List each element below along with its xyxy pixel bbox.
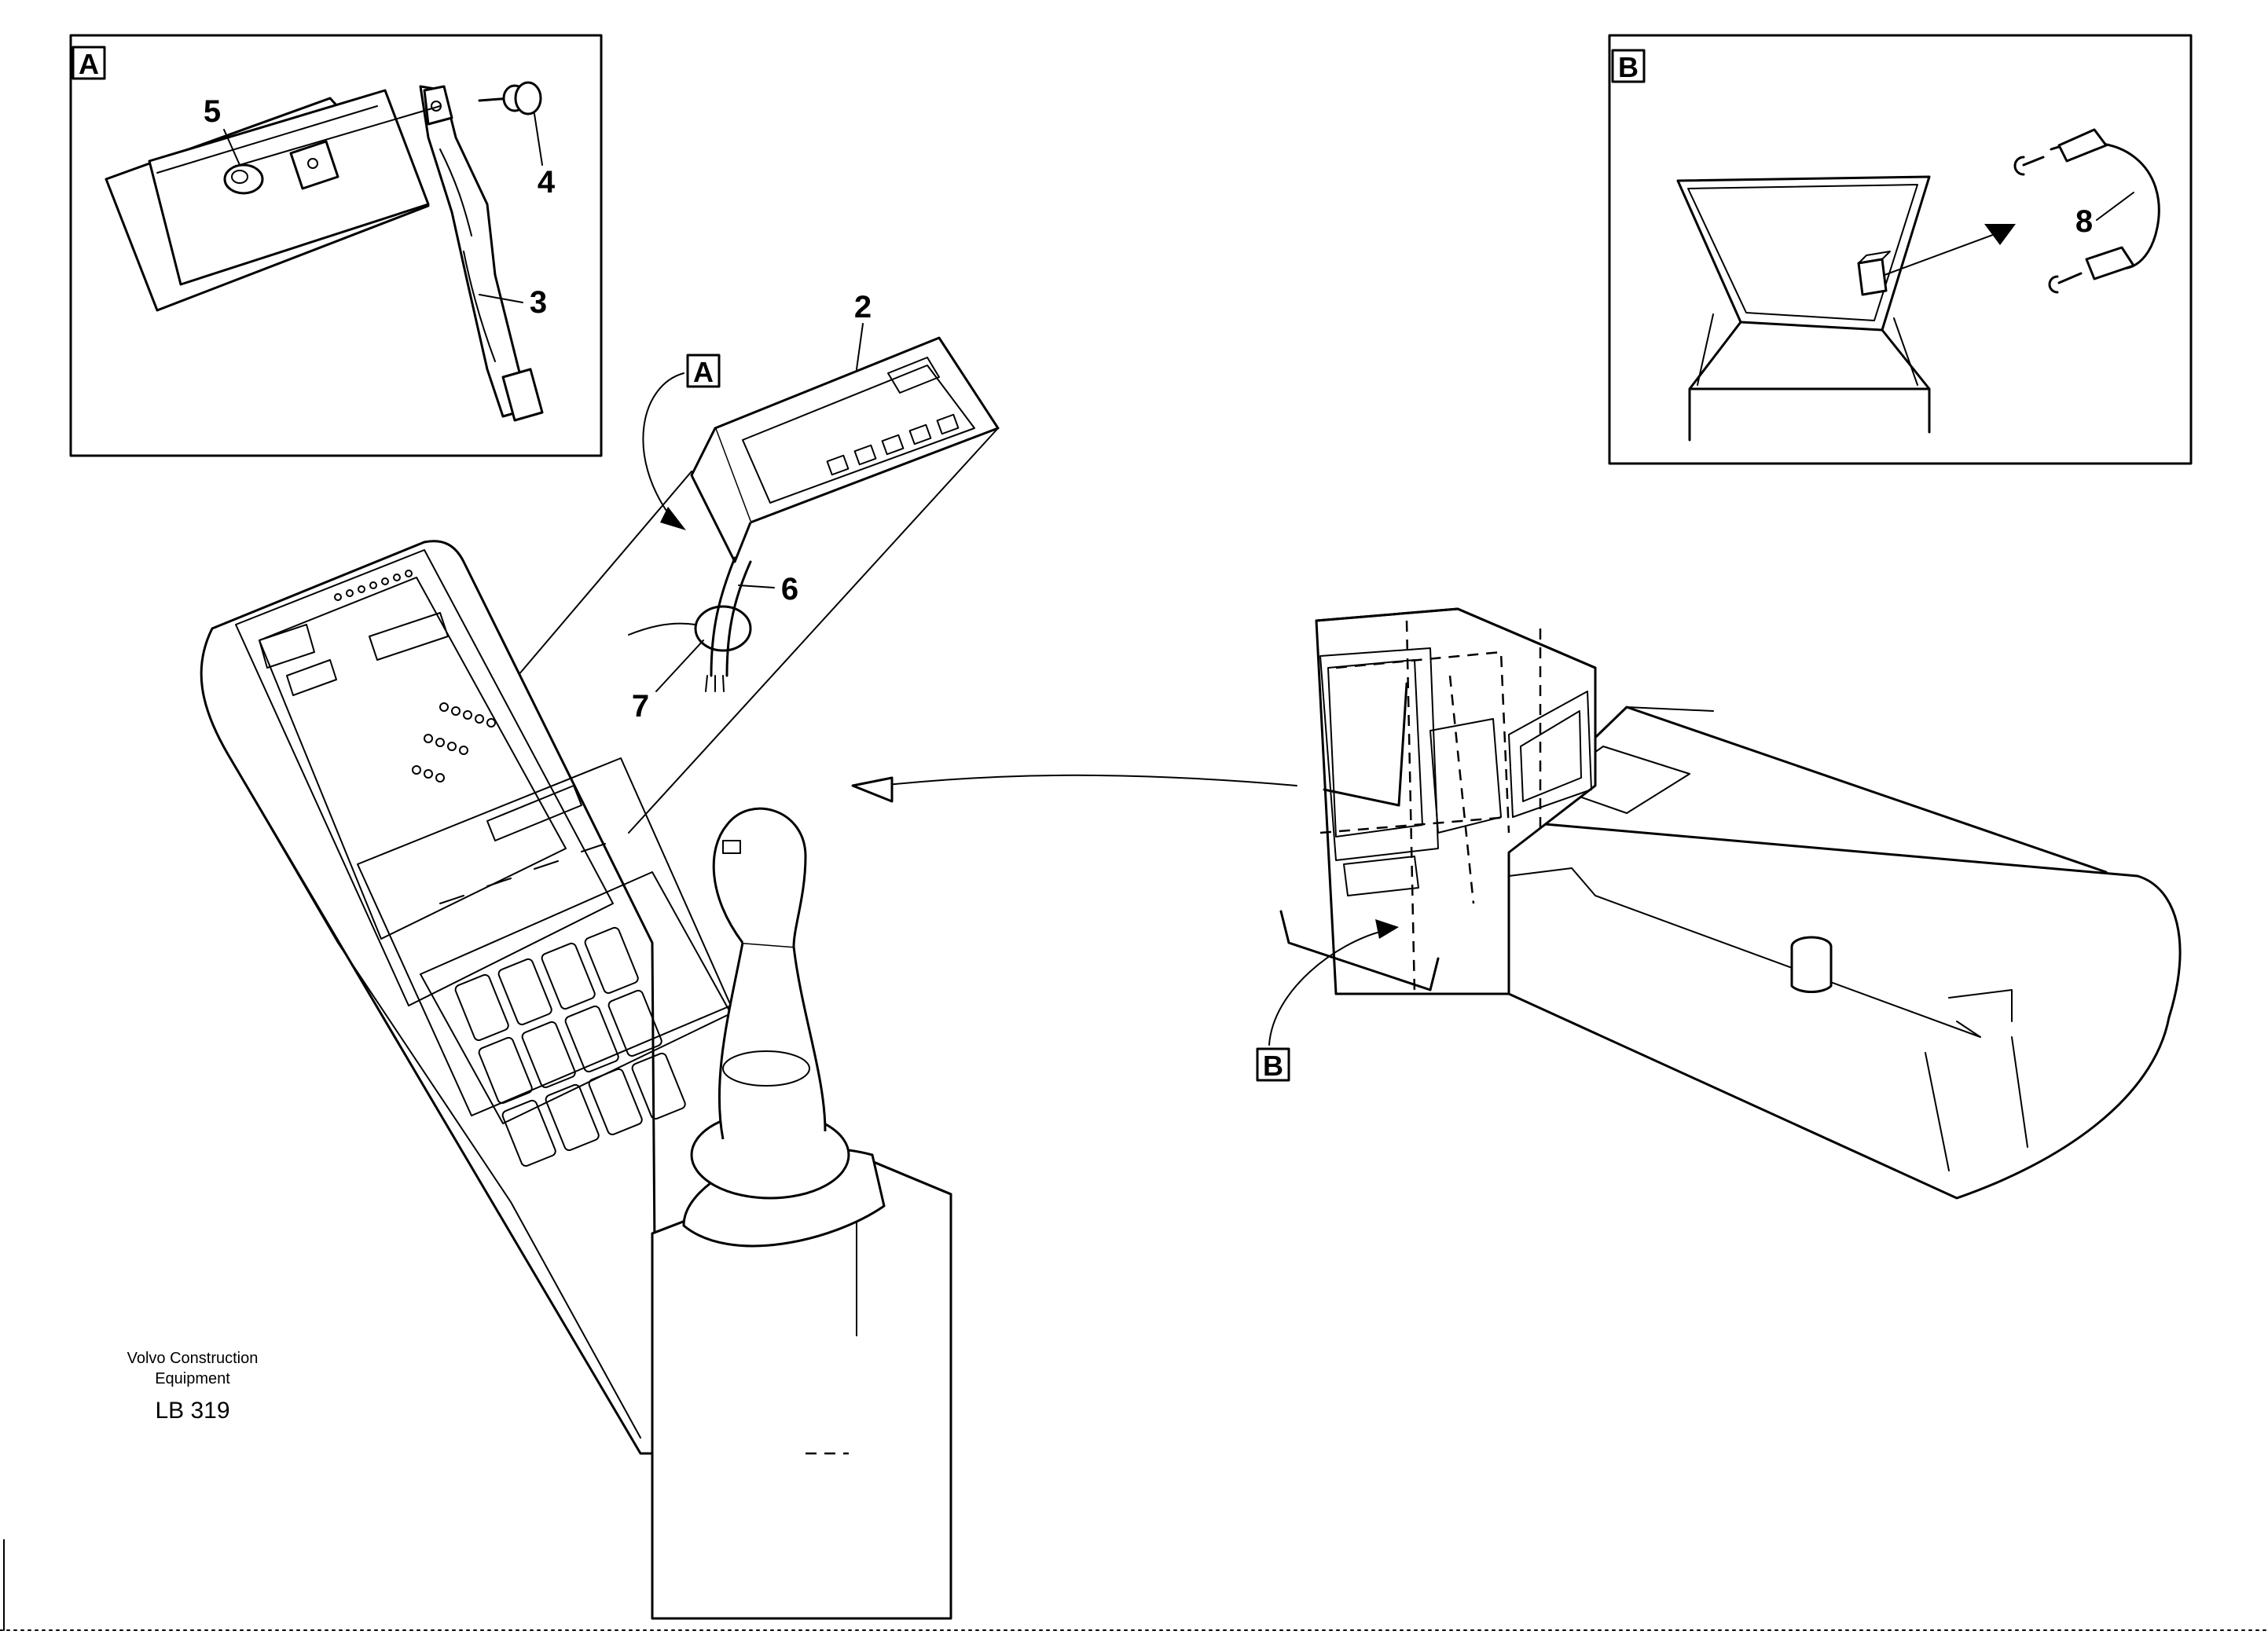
display-module: 2 bbox=[690, 290, 1000, 563]
callout-a-arrow-line bbox=[642, 372, 684, 519]
credit-company: Volvo Construction Equipment bbox=[127, 1350, 259, 1387]
assembly-axis-line bbox=[239, 105, 441, 166]
detail-b-label: B bbox=[1618, 51, 1639, 83]
keypad-keys bbox=[454, 926, 686, 1167]
panel-displays bbox=[259, 612, 582, 841]
callout-b-arrow-line bbox=[1268, 930, 1384, 1046]
ground-strap-icon bbox=[419, 85, 544, 422]
part-5-leader bbox=[223, 129, 240, 166]
location-arrow-line bbox=[879, 774, 1297, 786]
part-2-leader bbox=[856, 323, 864, 370]
callout-b-arrow-head-icon bbox=[1375, 919, 1399, 939]
credit-code: LB 319 bbox=[155, 1398, 230, 1424]
projection-line-right bbox=[628, 427, 999, 834]
part-8-label: 8 bbox=[2075, 204, 2093, 239]
excavator: B bbox=[1256, 607, 2182, 1200]
part-6-label: 6 bbox=[781, 572, 798, 607]
arrow-head-icon bbox=[1984, 224, 2016, 245]
hatch-box-icon bbox=[1676, 175, 1931, 442]
callout-b-box bbox=[1256, 1047, 1290, 1082]
detail-a-label: A bbox=[79, 48, 99, 80]
module-body bbox=[105, 89, 430, 312]
jumper-cable-icon bbox=[2013, 128, 2160, 294]
callout-a-arrow-head-icon bbox=[660, 507, 686, 530]
indicator-lights bbox=[334, 570, 496, 783]
location-arrow-head-icon bbox=[851, 776, 894, 803]
cable-tie-icon bbox=[628, 605, 752, 652]
part-7-leader bbox=[655, 640, 704, 692]
part-5-label: 5 bbox=[204, 94, 221, 129]
part-8-leader bbox=[2096, 192, 2134, 221]
nut-icon bbox=[223, 163, 264, 195]
credit-block: Volvo Construction Equipment LB 319 bbox=[102, 1348, 283, 1427]
part-2-label: 2 bbox=[854, 290, 872, 324]
detail-a-label-box bbox=[72, 46, 106, 80]
bolt-icon bbox=[478, 81, 542, 115]
part-4-leader bbox=[534, 113, 543, 166]
callout-a-label: A bbox=[693, 356, 714, 388]
control-panel bbox=[200, 540, 732, 1455]
detail-a-frame bbox=[69, 34, 603, 457]
part-3-label: 3 bbox=[530, 285, 547, 320]
part-7-label: 7 bbox=[632, 689, 649, 724]
harness-cable bbox=[705, 556, 752, 692]
bracket-icon bbox=[289, 140, 339, 190]
callout-b-label: B bbox=[1263, 1050, 1283, 1082]
arrow-line bbox=[1884, 227, 2013, 276]
part-6-leader bbox=[738, 585, 775, 588]
callout-a-box bbox=[686, 354, 721, 388]
callout-b: B bbox=[1256, 919, 1399, 1082]
detail-b-frame bbox=[1608, 34, 2193, 465]
display-buttons bbox=[826, 413, 960, 476]
detail-a: A bbox=[69, 34, 603, 457]
exhaust-icon bbox=[1790, 936, 1833, 993]
relay-icon bbox=[1857, 251, 1891, 296]
callout-a: A bbox=[642, 354, 721, 530]
joystick bbox=[651, 807, 952, 1620]
part-4-label: 4 bbox=[538, 165, 556, 200]
detail-b: B 8 bbox=[1608, 34, 2193, 465]
cab bbox=[1279, 607, 1597, 995]
detail-b-label-box bbox=[1611, 49, 1646, 83]
part-3-leader bbox=[479, 294, 523, 303]
